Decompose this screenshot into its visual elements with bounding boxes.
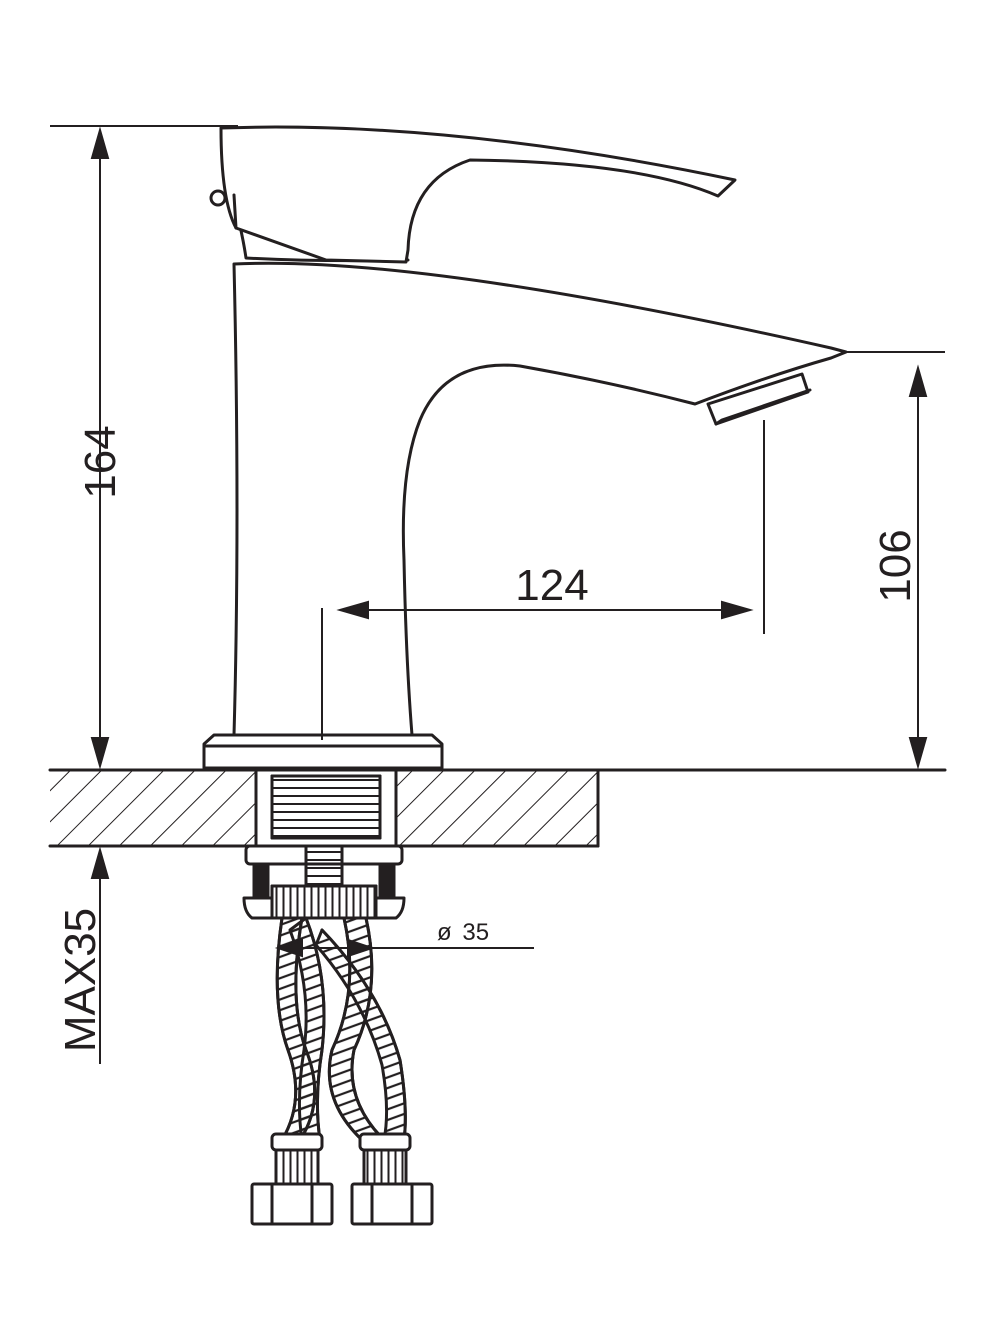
spout-height-dimension-line xyxy=(908,364,928,770)
dimension-lines xyxy=(50,125,945,1064)
lever-handle xyxy=(209,125,737,264)
svg-text:ø 35: ø 35 xyxy=(437,919,489,946)
spout-height-label: 106 xyxy=(871,529,920,602)
reach-dimension-line xyxy=(336,600,754,620)
aerator xyxy=(706,372,812,426)
diameter-label: 35 xyxy=(462,919,489,946)
countertop-section xyxy=(48,768,947,848)
hose-fitting-right xyxy=(350,1132,434,1226)
height-dimension-line xyxy=(90,126,110,770)
height-label: 164 xyxy=(76,425,125,498)
mounting-hardware xyxy=(242,844,406,920)
threaded-shank xyxy=(254,768,398,848)
diameter-symbol: ø xyxy=(437,919,452,946)
max-thickness-dimension-line xyxy=(90,846,110,1064)
flexible-hose-left xyxy=(275,916,326,1142)
max-thickness-label: MAX35 xyxy=(56,908,105,1052)
hose-fitting-left xyxy=(250,1132,334,1226)
base-flange xyxy=(202,733,444,770)
reach-label: 124 xyxy=(515,561,588,610)
faucet-body xyxy=(232,261,848,737)
diameter-dimension-line xyxy=(274,938,534,958)
